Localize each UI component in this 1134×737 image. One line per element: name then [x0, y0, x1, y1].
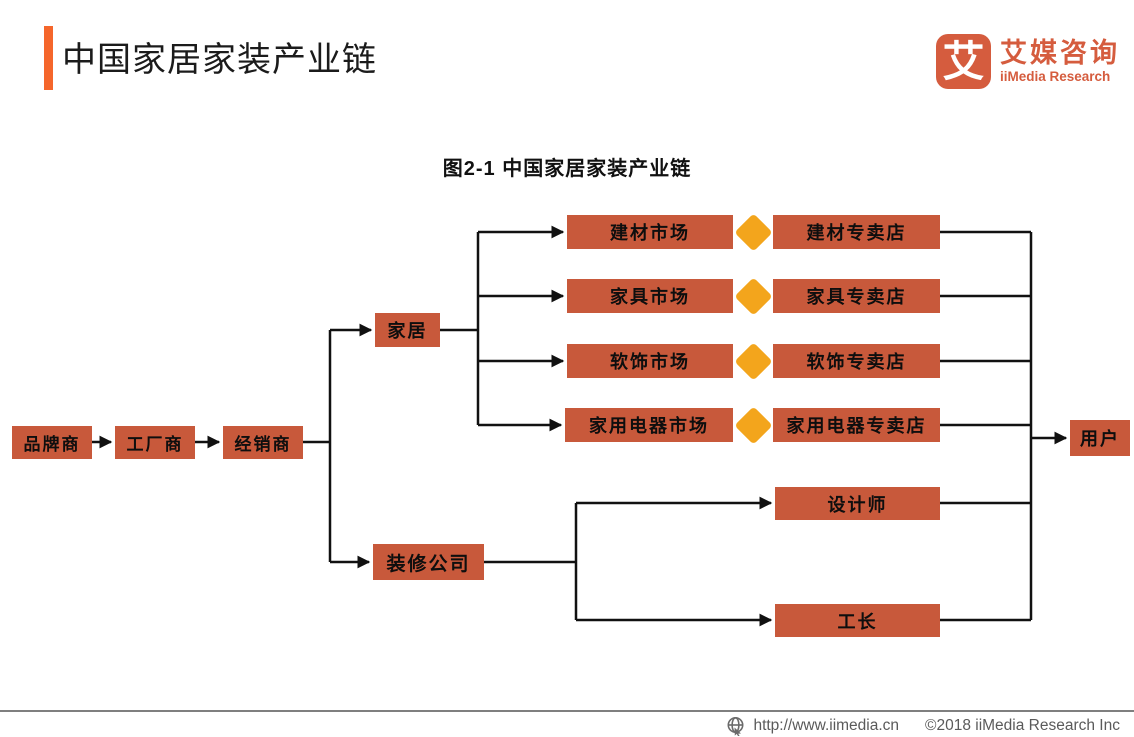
footer: http://www.iimedia.cn ©2018 iiMedia Rese… [726, 716, 1120, 736]
node-furniture-market: 家具市场 [567, 279, 733, 313]
node-foreman: 工长 [775, 604, 940, 637]
link-diamond-icon [734, 213, 773, 252]
iimedia-logo: 艾 艾媒咨询 iiMedia Research [936, 34, 1126, 92]
link-diamond-icon [734, 342, 773, 381]
footer-url: http://www.iimedia.cn [753, 717, 900, 734]
node-soft-decoration-market: 软饰市场 [567, 344, 733, 378]
node-brand: 品牌商 [12, 426, 92, 459]
iimedia-logo-icon: 艾 [936, 34, 991, 89]
globe-icon [726, 716, 746, 736]
logo-name-cn: 艾媒咨询 [1000, 38, 1120, 68]
node-furniture-store: 家具专卖店 [773, 279, 940, 313]
footer-copyright: ©2018 iiMedia Research Inc [925, 717, 1120, 734]
node-home-appliance-market: 家用电器市场 [565, 408, 733, 442]
link-diamond-icon [734, 277, 773, 316]
node-designer: 设计师 [775, 487, 940, 520]
title-accent-bar [44, 26, 53, 90]
page-title: 中国家居家装产业链 [62, 41, 377, 79]
node-building-materials-store: 建材专卖店 [773, 215, 940, 249]
node-distributor: 经销商 [223, 426, 303, 459]
node-soft-decoration-store: 软饰专卖店 [773, 344, 940, 378]
footer-divider [0, 710, 1134, 712]
link-diamond-icon [734, 406, 773, 445]
node-home-appliance-store: 家用电器专卖店 [773, 408, 940, 442]
figure-caption: 图2-1 中国家居家装产业链 [442, 158, 692, 180]
logo-name-en: iiMedia Research [1000, 69, 1111, 84]
node-decoration-company: 装修公司 [373, 544, 484, 580]
node-factory: 工厂商 [115, 426, 195, 459]
node-home-furnishing: 家居 [375, 313, 440, 347]
node-user: 用户 [1070, 420, 1130, 456]
node-building-materials-market: 建材市场 [567, 215, 733, 249]
